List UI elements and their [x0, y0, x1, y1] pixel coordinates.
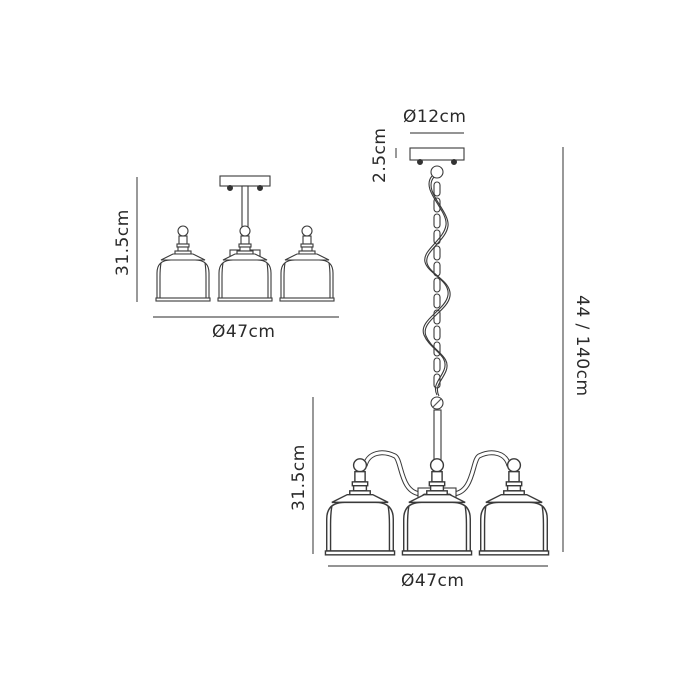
pendant-diameter-label: Ø47cm	[401, 571, 465, 591]
pendant-height-label: 31.5cm	[289, 444, 309, 511]
semi-flush-diameter-label: Ø47cm	[212, 322, 276, 342]
pendant-fitting	[312, 132, 564, 567]
semi-flush-height-label: 31.5cm	[113, 209, 133, 276]
ceiling-plate-diameter-label: Ø12cm	[403, 107, 467, 127]
ceiling-plate-height-label: 2.5cm	[370, 127, 390, 183]
semi-flush-fitting	[136, 175, 339, 318]
overall-drop-label: 44 / 140cm	[572, 295, 592, 397]
